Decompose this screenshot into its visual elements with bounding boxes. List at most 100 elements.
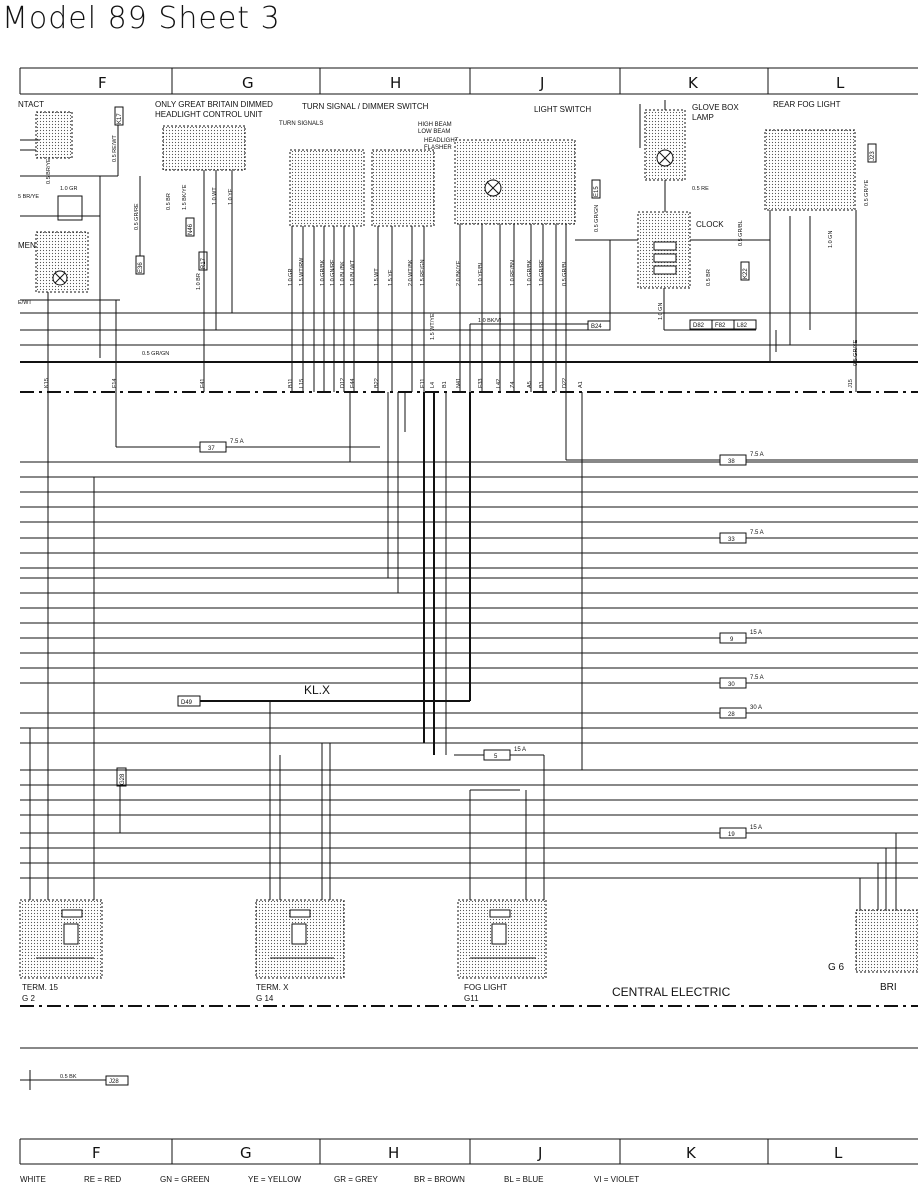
bus-pin: B11 — [288, 379, 294, 388]
wire-label: 0.5 GR/BL — [562, 260, 568, 286]
wire-label: 0.5 BK — [60, 1074, 77, 1080]
wire-label: 0.5 BR/YE — [46, 158, 52, 184]
wire-label: 0.5 GR/YE — [864, 179, 870, 206]
central-electric-label: CENTRAL ELECTRIC — [612, 985, 731, 999]
lower-wiring — [20, 392, 918, 910]
bus-pin-labels: K15 F14 F41 B11 L15 D12 F44 B22 E11 L4 B… — [44, 378, 854, 388]
dimmer-switch — [371, 149, 435, 227]
col-j-bottom: J — [537, 1144, 542, 1162]
connector-j23: J23 — [870, 151, 876, 161]
bri-label: BRI — [880, 982, 897, 993]
relay-code: G11 — [464, 994, 479, 1003]
fuse-37: 37 7.5 A — [199, 439, 244, 453]
relay-name: TERM. 15 — [22, 983, 59, 992]
bus-pin: B22 — [374, 378, 380, 388]
wire-label: 2.0 BK/YE — [456, 260, 462, 286]
wire-label: 0.5 BR — [706, 269, 712, 286]
wire-labels: 1.0 GR 1.5 WT/RW 1.0 GR/BK 1.0 GN/RE 1.0… — [18, 134, 870, 1080]
turn-signal-label: TURN SIGNAL / DIMMER SWITCH — [302, 102, 429, 111]
flasher-label: FLASHER — [424, 145, 452, 151]
wire-label: 1.5 YE — [388, 269, 394, 286]
wire-label: 1.0 WT — [212, 187, 218, 205]
col-k-bottom: K — [686, 1144, 697, 1162]
wire-label: 1.5 RE/GN — [420, 259, 426, 286]
bus-pin: F33 — [478, 379, 484, 388]
wire-label: 1.0 BL/WT — [350, 259, 356, 286]
wire-label: 1.5 WT/YE — [430, 313, 436, 340]
fuse-rating: 15 A — [514, 747, 526, 753]
fuse-19: 19 15 A — [719, 825, 762, 839]
bus-pin: B1 — [442, 381, 448, 388]
wire-label: 1.0 GN/RE — [330, 259, 336, 286]
g6-label: G 6 — [828, 962, 845, 973]
wire-label: 1.0 BK/VI — [478, 318, 502, 324]
wire-label: 1.0 GR/BK — [320, 259, 326, 286]
relay-name: FOG LIGHT — [464, 983, 507, 992]
wire-label: 0.5 GR/GN — [142, 351, 169, 357]
wire-label: 1.0 GN — [828, 231, 834, 248]
bus-pin: L42 — [496, 379, 502, 388]
connector-f82: F82 — [715, 323, 726, 329]
fuse-28: 28 30 A — [719, 705, 762, 719]
relay-code: G 14 — [256, 994, 274, 1003]
bus-pin: E11 — [420, 379, 426, 388]
turn-signals-label: TURN SIGNALS — [279, 121, 323, 127]
bus-pin: D22 — [562, 378, 568, 388]
fuse-rating: 7.5 A — [750, 452, 764, 458]
fuse-5: 5 15 A — [483, 747, 526, 761]
bus-pin: N41 — [456, 378, 462, 388]
fuse-rating: 15 A — [750, 630, 762, 636]
upper-wiring — [20, 125, 918, 392]
fuse-rating: 30 A — [750, 705, 762, 711]
wire-label: 1.0 GR/RE — [539, 259, 545, 286]
col-h-bottom: H — [388, 1144, 399, 1162]
bus-pin: B1 — [539, 381, 545, 388]
fuse-num: 38 — [728, 459, 735, 465]
feeder-wires — [47, 100, 857, 392]
col-k: K — [688, 74, 699, 92]
light-switch — [454, 139, 576, 225]
bus-pin: F44 — [350, 379, 356, 388]
fuse-num: 28 — [728, 712, 735, 718]
bus-pin: L4 — [430, 382, 436, 388]
connector-k22: K22 — [743, 268, 749, 279]
legend-item: RE = RED — [84, 1175, 121, 1184]
connector-j28: J28 — [109, 1079, 119, 1085]
bus-pin: D12 — [340, 378, 346, 388]
relay-term15: TERM. 15 G 2 — [19, 899, 103, 1003]
fuse-num: 5 — [494, 754, 498, 760]
fuse-38: 38 7.5 A — [719, 452, 764, 466]
col-g: G — [242, 74, 254, 92]
wire-label: 1.0 GR/BK — [527, 259, 533, 286]
wire-label: 1.0 YE — [228, 188, 234, 205]
fuse-num: 30 — [728, 682, 735, 688]
fuse-33: 33 7.5 A — [719, 530, 764, 544]
rear-fog-label: REAR FOG LIGHT — [773, 100, 841, 109]
connector-e36: E36 — [138, 262, 144, 273]
fuse-rating: 15 A — [750, 825, 762, 831]
fuse-9: 9 15 A — [719, 630, 762, 644]
kl-x-label: KL.X — [304, 683, 330, 697]
low-beam-label: LOW BEAM — [418, 129, 450, 135]
wire-label: 1.0 GR — [60, 186, 77, 192]
glove-box-label-2: LAMP — [692, 113, 714, 122]
contact-label: NTACT — [18, 100, 44, 109]
legend-item: BR = BROWN — [414, 1175, 465, 1184]
instrument-label: MENT — [18, 241, 41, 250]
connector-b24: B24 — [591, 324, 602, 330]
bus-pin: F14 — [112, 379, 118, 388]
connector-n46: N46 — [188, 223, 194, 235]
bus-pin: A5 — [527, 381, 533, 388]
bus-pin: Z4 — [510, 382, 516, 388]
color-legend: WHITE RE = RED GN = GREEN YE = YELLOW GR… — [20, 1175, 639, 1184]
bus-pin: K15 — [44, 378, 50, 388]
connector-k17: K17 — [117, 113, 123, 124]
instrument-box — [35, 231, 89, 293]
glove-box-lamp — [644, 109, 686, 181]
wire-label: 0.5 GR/GN — [594, 205, 600, 232]
turn-signal-switch — [289, 149, 365, 227]
connector-d82: D82 — [693, 323, 705, 329]
bus-pin: F41 — [200, 379, 206, 388]
